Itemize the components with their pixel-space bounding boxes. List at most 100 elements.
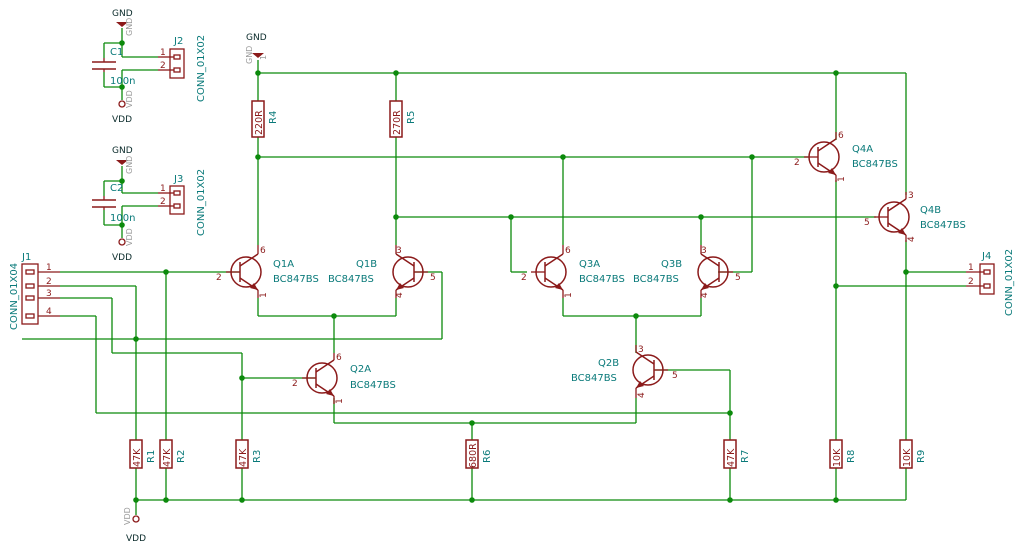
resistor-r7: 47K R7: [723, 439, 751, 469]
svg-text:GND: GND: [125, 156, 134, 174]
svg-text:2: 2: [160, 197, 166, 207]
svg-text:47K: 47K: [162, 448, 173, 467]
svg-text:4: 4: [395, 292, 405, 298]
transistor-q2a: 2 6 1 Q2A BC847BS: [292, 353, 396, 404]
svg-text:Q1A: Q1A: [273, 259, 294, 270]
power-gnd-j2: GND GND: [112, 9, 134, 36]
transistor-q3a: 2 6 1 Q3A BC847BS: [521, 245, 625, 298]
resistor-r5: 270R R5: [389, 100, 417, 138]
svg-text:BC847BS: BC847BS: [571, 373, 617, 384]
svg-text:BC847BS: BC847BS: [579, 274, 625, 285]
svg-text:4: 4: [46, 307, 52, 317]
resistor-r4: 220R R4: [251, 100, 279, 138]
svg-text:5: 5: [864, 218, 870, 228]
svg-text:4: 4: [907, 236, 917, 242]
transistor-q1b: 5 3 4 Q1B BC847BS: [328, 245, 436, 298]
svg-text:6: 6: [336, 353, 342, 363]
svg-text:100n: 100n: [110, 76, 135, 87]
svg-text:5: 5: [672, 371, 678, 381]
svg-text:Q2A: Q2A: [350, 364, 371, 375]
svg-text:220R: 220R: [254, 110, 265, 135]
svg-text:VDD: VDD: [112, 115, 132, 125]
svg-text:3: 3: [638, 345, 644, 355]
resistor-r1: 47K R1: [129, 439, 157, 469]
svg-text:R9: R9: [916, 450, 927, 463]
svg-text:3: 3: [46, 289, 52, 299]
svg-text:Q2B: Q2B: [598, 358, 619, 369]
svg-text:10K: 10K: [902, 448, 913, 467]
transistor-q1a: 2 6 1 Q1A BC847BS: [216, 245, 319, 298]
svg-text:GND: GND: [246, 33, 267, 43]
svg-text:VDD: VDD: [126, 534, 146, 544]
svg-text:2: 2: [968, 277, 974, 287]
svg-text:Q4A: Q4A: [852, 144, 873, 155]
svg-text:Q1B: Q1B: [356, 259, 377, 270]
transistor-q3b: 5 3 4 Q3B BC847BS: [633, 245, 741, 298]
svg-text:BC847BS: BC847BS: [328, 274, 374, 285]
power-vdd-j2: VDD VDD: [112, 90, 134, 125]
svg-text:R4: R4: [268, 111, 279, 124]
svg-text:C1: C1: [110, 47, 123, 58]
svg-text:BC847BS: BC847BS: [350, 380, 396, 391]
svg-text:1: 1: [564, 292, 574, 298]
svg-text:47K: 47K: [238, 448, 249, 467]
svg-text:CONN_01X02: CONN_01X02: [1004, 249, 1015, 316]
capacitor-c2: C2 100n: [92, 183, 135, 224]
svg-text:R1: R1: [146, 450, 157, 463]
svg-text:5: 5: [430, 273, 436, 283]
svg-text:VDD: VDD: [125, 90, 134, 108]
power-vdd-j3: VDD VDD: [112, 228, 134, 263]
transistor-q4b: 5 3 4 Q4B BC847BS: [864, 191, 966, 242]
svg-text:6: 6: [260, 246, 266, 256]
junctions: [119, 40, 909, 503]
svg-text:Q3B: Q3B: [661, 259, 682, 270]
svg-text:2: 2: [521, 273, 527, 283]
power-vdd-bottom: VDD VDD: [123, 507, 146, 544]
svg-text:10K: 10K: [832, 448, 843, 467]
svg-text:VDD: VDD: [125, 228, 134, 246]
svg-text:VDD: VDD: [112, 253, 132, 263]
svg-text:4: 4: [637, 392, 647, 398]
svg-text:CONN_01X02: CONN_01X02: [196, 169, 207, 236]
svg-text:C2: C2: [110, 183, 123, 194]
resistor-r9: 10K R9: [899, 439, 927, 469]
svg-text:6: 6: [565, 246, 571, 256]
svg-text:J4: J4: [981, 251, 991, 262]
connector-j4: 1 2 J4 CONN_01X02: [966, 249, 1015, 316]
svg-text:3: 3: [908, 191, 914, 201]
svg-text:100n: 100n: [110, 213, 135, 224]
svg-text:R5: R5: [406, 111, 417, 124]
svg-text:1: 1: [259, 292, 269, 298]
svg-text:3: 3: [396, 246, 402, 256]
svg-text:4: 4: [700, 292, 710, 298]
svg-text:R7: R7: [740, 450, 751, 463]
svg-text:R3: R3: [252, 450, 263, 463]
svg-text:47K: 47K: [132, 448, 143, 467]
svg-text:CONN_01X04: CONN_01X04: [9, 263, 20, 330]
svg-text:1: 1: [160, 184, 166, 194]
resistor-r6: 680R R6: [465, 439, 493, 469]
svg-text:GND: GND: [112, 9, 133, 19]
svg-text:Q3A: Q3A: [579, 259, 600, 270]
resistor-r2: 47K R2: [159, 439, 187, 469]
svg-text:J2: J2: [173, 36, 183, 47]
svg-text:1: 1: [160, 48, 166, 58]
svg-text:6: 6: [838, 131, 844, 141]
transistor-q2b: 5 3 4 Q2B BC847BS: [571, 345, 678, 398]
svg-text:1: 1: [837, 176, 847, 182]
svg-text:BC847BS: BC847BS: [633, 274, 679, 285]
svg-text:J1: J1: [21, 252, 31, 263]
svg-text:5: 5: [735, 273, 741, 283]
connector-j1: 1 2 3 4 J1 CONN_01X04: [9, 252, 60, 330]
svg-text:270R: 270R: [392, 110, 403, 135]
svg-text:GND: GND: [125, 18, 134, 36]
svg-text:BC847BS: BC847BS: [920, 220, 966, 231]
resistor-r8: 10K R8: [829, 439, 857, 469]
svg-text:J3: J3: [173, 174, 183, 185]
svg-text:1: 1: [46, 263, 52, 273]
svg-text:GND: GND: [245, 46, 254, 64]
svg-text:2: 2: [292, 379, 298, 389]
svg-text:1: 1: [335, 398, 345, 404]
svg-text:VDD: VDD: [123, 507, 132, 525]
